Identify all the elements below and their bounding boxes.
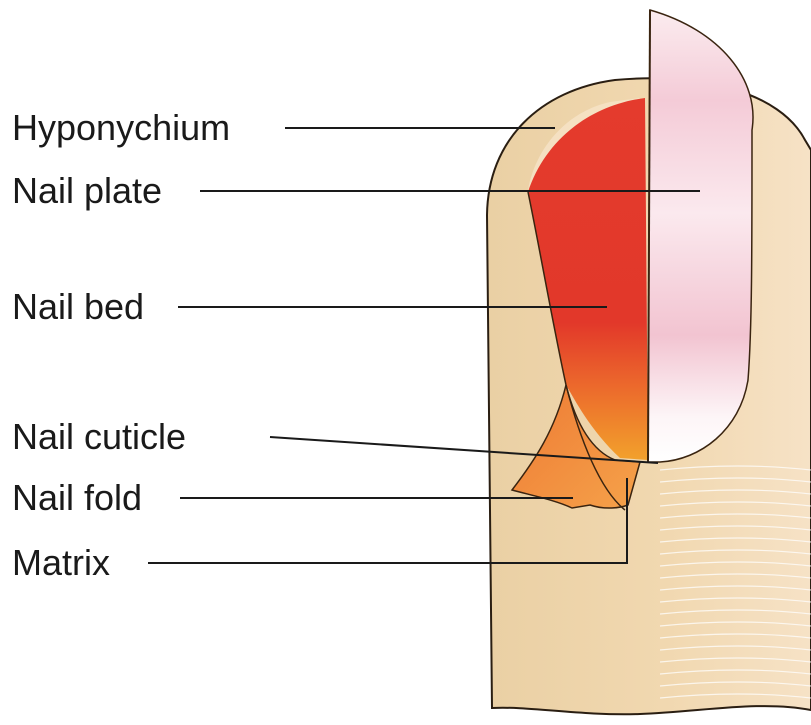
label-matrix: Matrix — [12, 542, 110, 583]
label-nail-plate: Nail plate — [12, 170, 162, 211]
label-nail-cuticle: Nail cuticle — [12, 416, 186, 457]
label-hyponychium: Hyponychium — [12, 107, 230, 148]
label-nail-fold: Nail fold — [12, 477, 142, 518]
label-nail-bed: Nail bed — [12, 286, 144, 327]
nail-plate-region — [648, 10, 753, 462]
